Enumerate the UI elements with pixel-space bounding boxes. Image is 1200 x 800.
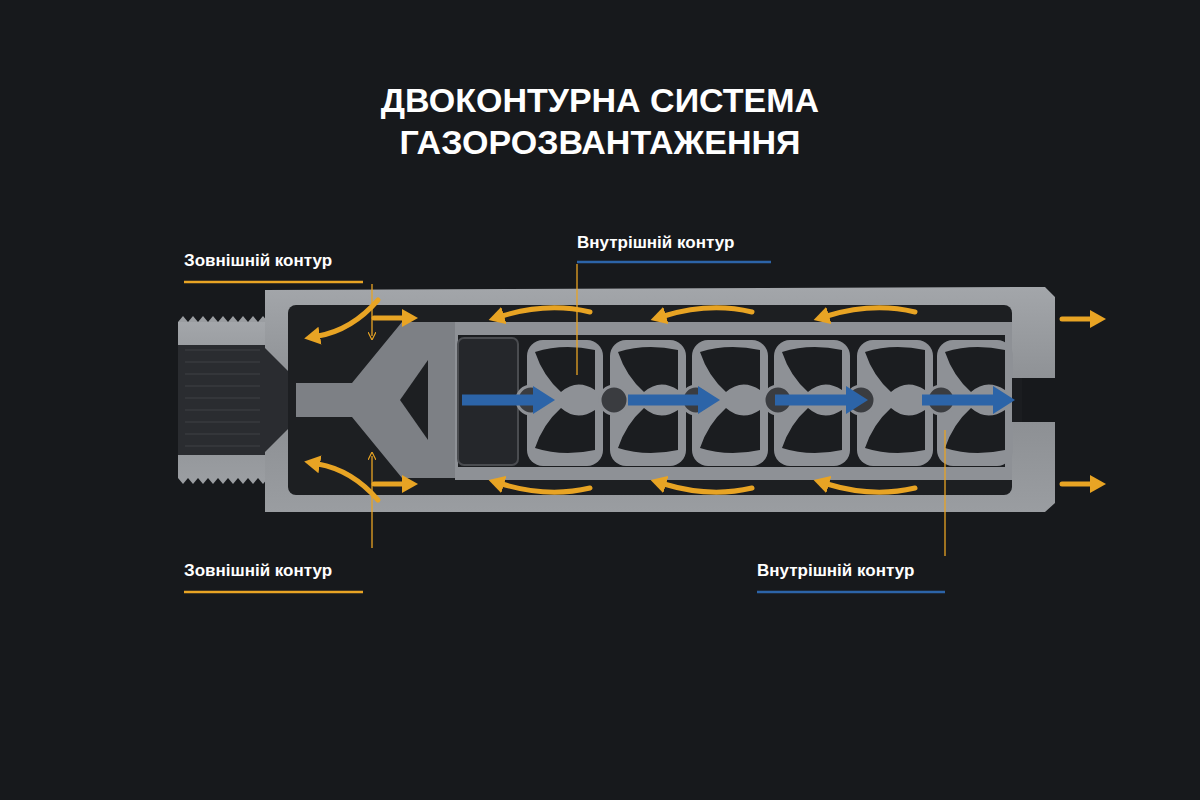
contour-label: Внутрішній контур [577,233,734,253]
exit-bore [1012,378,1022,422]
outer-tube [265,287,1055,512]
bore [178,345,266,455]
thread-teeth [178,478,268,484]
label-underline [184,591,363,594]
inner-cavity [458,335,1005,467]
diagram-title: ДВОКОНТУРНА СИСТЕМА ГАЗОРОЗВАНТАЖЕННЯ [340,79,860,163]
diffuser-cut [400,360,428,440]
contour-label: Внутрішній контур [757,561,914,581]
bore-hatch [185,350,260,446]
outer-flow [318,300,1092,500]
label-underline [184,281,363,284]
contour-label: Зовнішній контур [184,251,332,271]
thread-teeth [178,316,268,322]
inner-flow [462,395,995,406]
contour-label: Зовнішній контур [184,561,332,581]
inner-tube [455,322,1012,480]
leader-line [372,264,945,556]
baffle [764,340,850,466]
baffle [847,340,933,466]
diffuser [296,322,457,478]
label-underline [757,591,945,594]
outer-cavity [288,305,1012,495]
label-underline [577,261,771,264]
thread-body [178,322,270,478]
